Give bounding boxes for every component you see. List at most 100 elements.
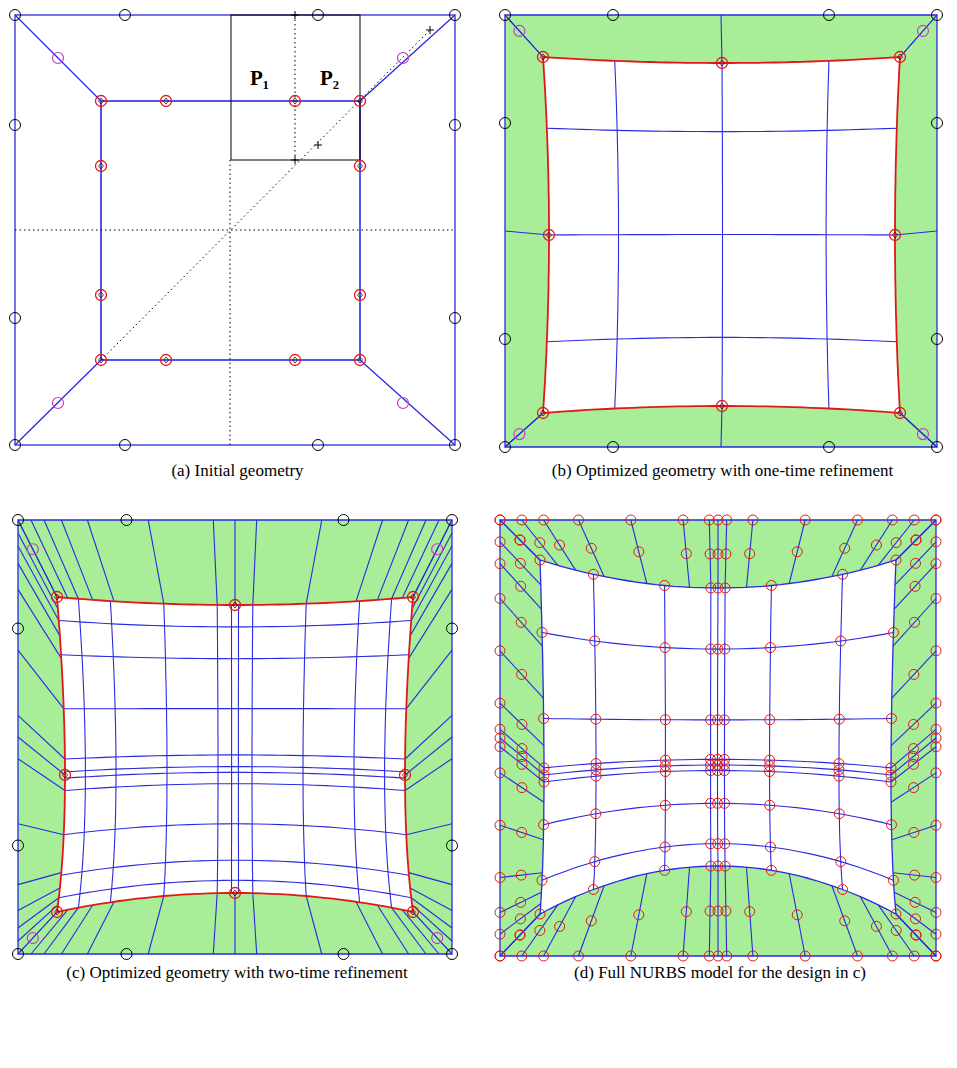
control-point	[911, 535, 921, 545]
control-point	[717, 58, 728, 69]
control-point	[96, 96, 107, 107]
mesh-line	[500, 729, 544, 768]
control-point	[96, 355, 107, 366]
control-point	[516, 617, 526, 627]
control-point	[432, 933, 443, 944]
control-point	[96, 161, 107, 172]
mesh-line	[725, 866, 727, 956]
control-point	[886, 820, 896, 830]
mesh-line	[213, 520, 217, 605]
design-control-points	[96, 96, 366, 366]
control-point	[909, 515, 919, 525]
mesh-line	[356, 520, 383, 601]
control-point	[535, 555, 545, 565]
control-point	[721, 906, 731, 916]
control-point	[713, 549, 723, 559]
control-point-marker	[547, 232, 552, 238]
control-point-marker	[233, 890, 238, 896]
control-point	[500, 442, 511, 453]
control-point	[838, 569, 848, 579]
mesh-line	[18, 520, 57, 597]
control-point	[910, 581, 920, 591]
mesh-line	[406, 650, 452, 709]
control-point	[895, 52, 906, 63]
control-point	[931, 951, 941, 961]
control-point	[681, 549, 691, 559]
control-point	[13, 949, 24, 960]
control-point	[515, 930, 525, 940]
control-point	[891, 925, 901, 935]
control-point	[766, 580, 776, 590]
mesh-line	[500, 542, 541, 585]
control-point-marker	[99, 163, 104, 169]
control-point	[13, 840, 24, 851]
control-point	[895, 408, 906, 419]
mesh-line	[579, 520, 605, 577]
mesh-line	[500, 825, 543, 840]
mesh-line	[78, 599, 85, 908]
mesh-line	[579, 886, 605, 956]
control-point	[824, 442, 835, 453]
control-point	[290, 355, 301, 366]
control-point	[450, 440, 461, 451]
control-point	[886, 777, 896, 787]
mesh-line	[18, 715, 65, 759]
mesh-line	[721, 15, 722, 63]
mesh-line	[354, 601, 360, 902]
control-point	[824, 10, 835, 21]
mesh-line	[505, 413, 543, 447]
mesh-line	[891, 738, 936, 775]
mesh-line	[892, 825, 936, 840]
control-point	[537, 875, 547, 885]
control-point	[722, 951, 732, 961]
mesh-line	[231, 605, 232, 893]
control-point	[590, 857, 600, 867]
control-point	[408, 907, 419, 918]
control-point	[888, 875, 898, 885]
symmetry-lines	[15, 15, 455, 445]
control-point-marker	[358, 98, 363, 104]
control-point	[355, 355, 366, 366]
mesh-line	[148, 896, 164, 954]
control-point	[765, 643, 775, 653]
control-point	[931, 515, 941, 525]
mesh-line	[61, 860, 409, 875]
control-point	[931, 593, 941, 603]
control-point-marker	[898, 54, 903, 60]
mesh-line	[253, 893, 257, 954]
control-point	[792, 910, 802, 920]
mesh-line	[238, 605, 239, 893]
mesh-line	[61, 905, 92, 954]
control-point	[910, 617, 920, 627]
mesh-line	[747, 520, 753, 587]
control-point-marker	[55, 909, 60, 915]
mesh-line	[164, 604, 167, 896]
mesh-line	[500, 651, 543, 698]
subfigure-caption: (b) Optimized geometry with one-time ref…	[500, 460, 945, 482]
mesh-line	[717, 588, 719, 866]
control-point	[588, 885, 598, 895]
control-point	[608, 442, 619, 453]
control-point-marker	[720, 60, 725, 66]
control-point	[717, 401, 728, 412]
mesh-line	[891, 773, 936, 802]
control-point	[515, 535, 525, 545]
control-point	[500, 334, 511, 345]
control-point	[161, 355, 172, 366]
mesh-line	[894, 564, 936, 610]
mesh-line	[413, 520, 452, 597]
control-point	[517, 719, 527, 729]
control-point	[705, 549, 715, 559]
control-point	[450, 313, 461, 324]
control-point	[917, 429, 928, 440]
control-point	[555, 921, 565, 931]
mesh-line	[717, 520, 718, 588]
mesh-line	[44, 520, 78, 599]
control-point	[720, 798, 730, 808]
panel-full-nurbs	[495, 515, 941, 961]
mesh-line	[664, 586, 666, 871]
plus-markers	[291, 11, 434, 164]
panel-one-refinement	[500, 10, 943, 453]
outer-boundary	[505, 15, 937, 447]
control-point	[853, 515, 863, 525]
